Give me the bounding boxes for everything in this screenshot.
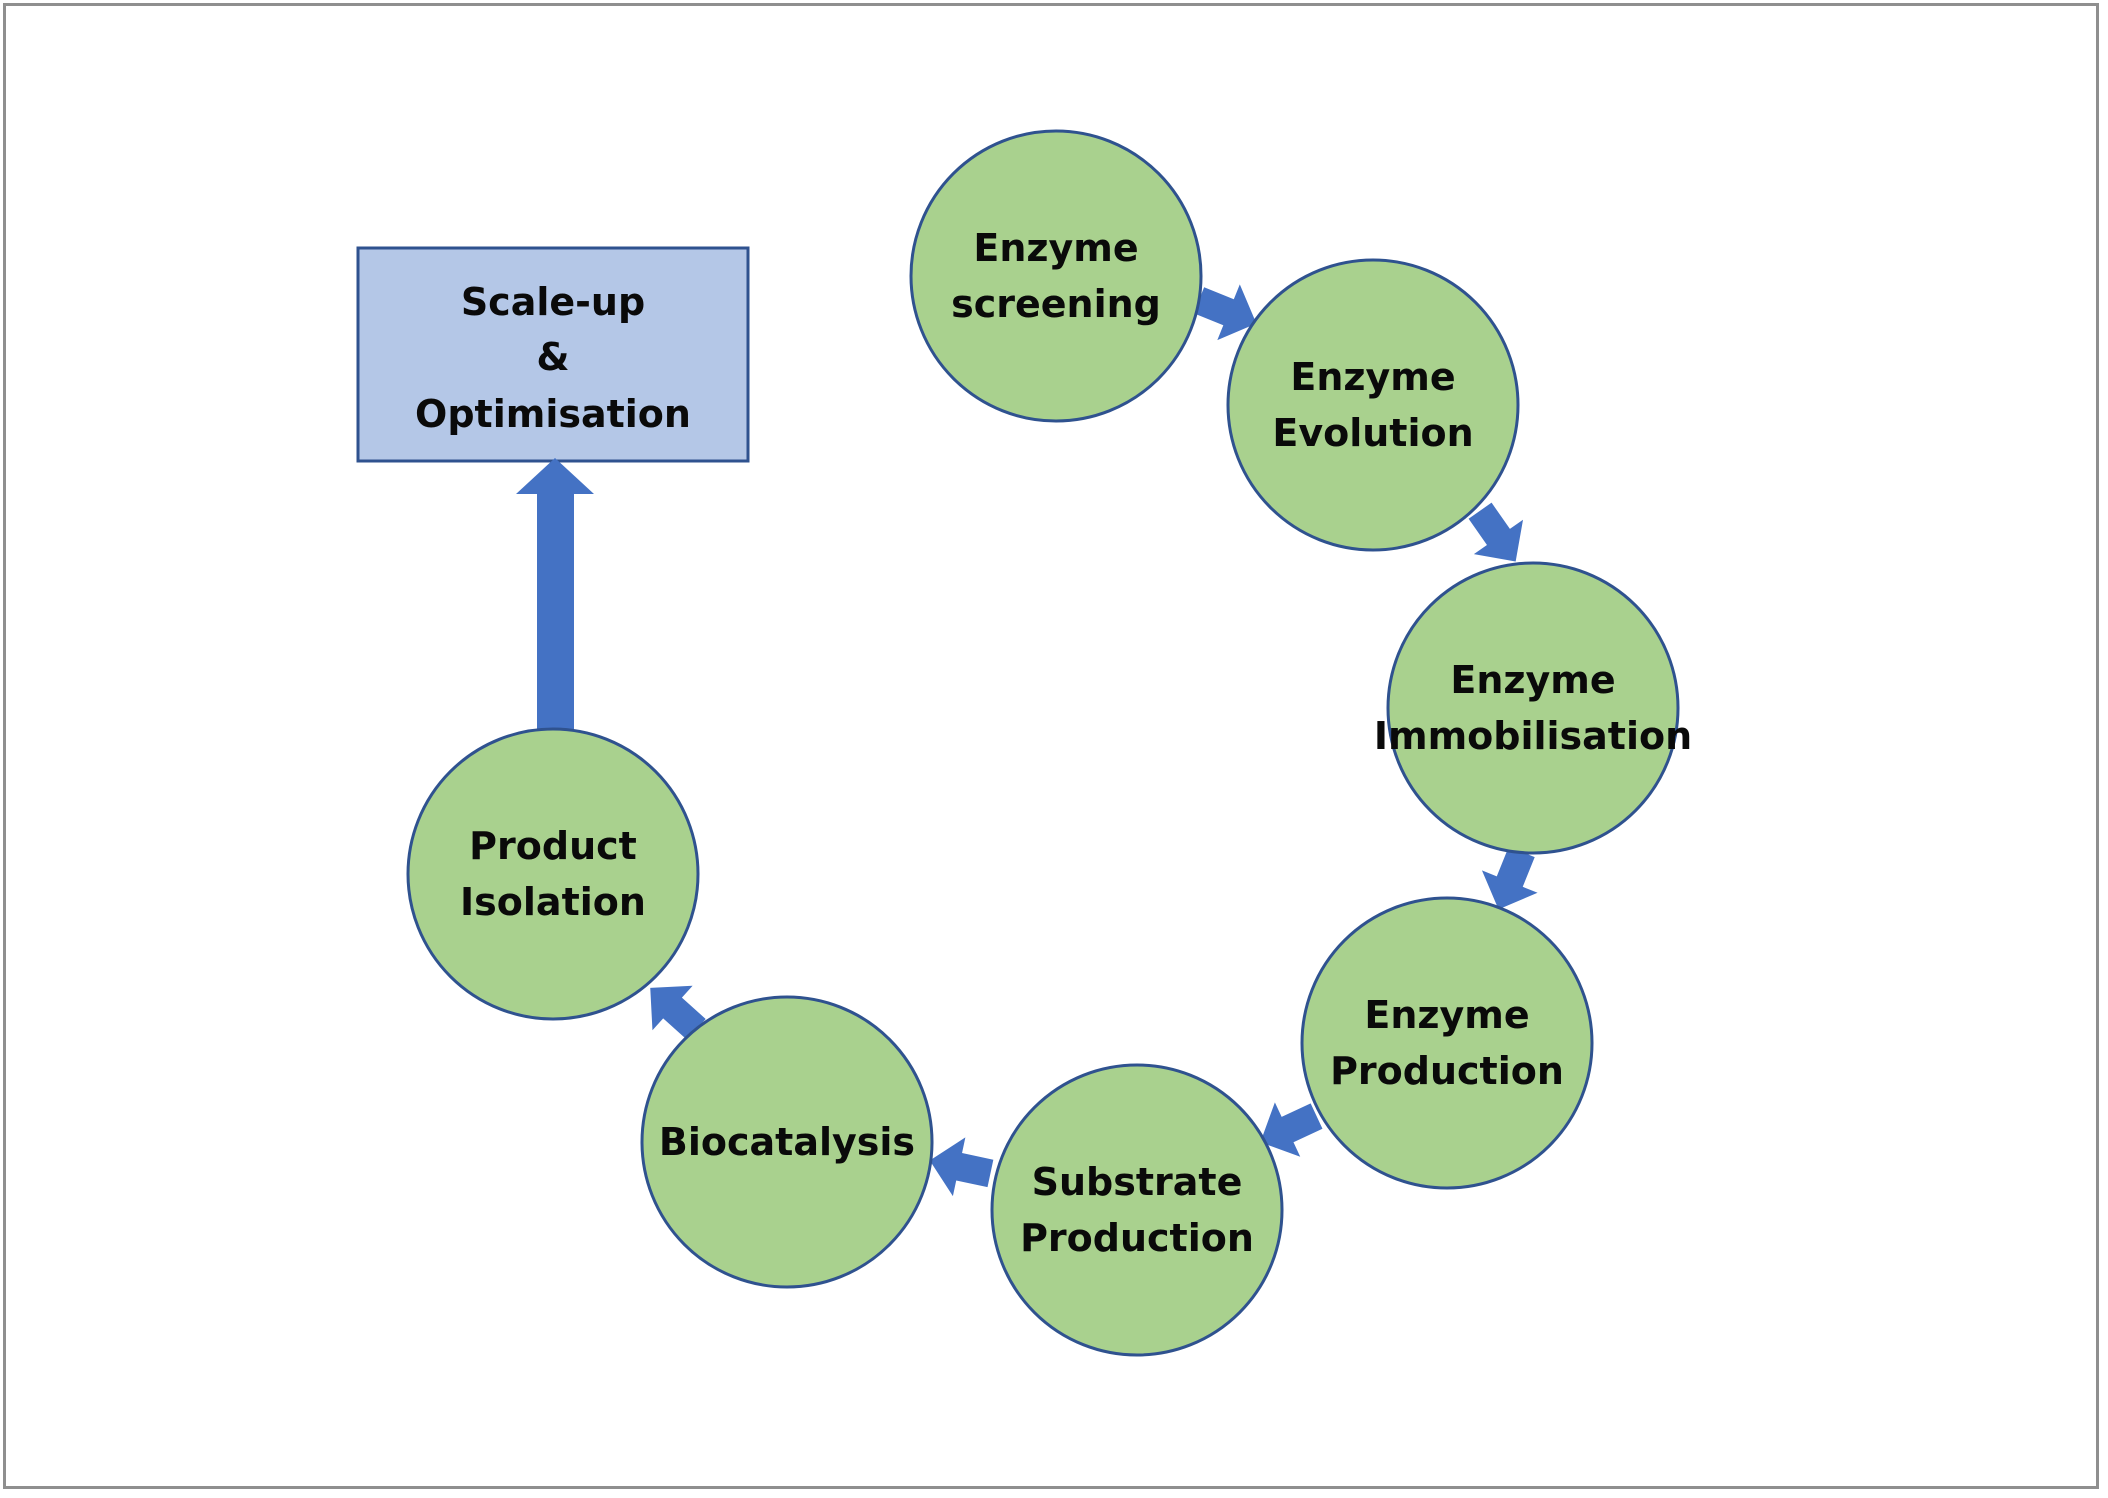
enzyme-immobilisation-label-line-1: Enzyme [1450,658,1615,702]
enzyme-production-circle [1300,896,1594,1190]
enzyme-immobilisation-circle [1386,561,1680,855]
cycle-nodes: EnzymescreeningEnzymeEvolutionEnzymeImmo… [406,129,1692,1357]
final-box-line-3: Optimisation [415,392,691,436]
enzyme-screening-label-line-1: Enzyme [973,226,1138,270]
arrow-enzyme-screening-to-enzyme-evolution [1193,284,1257,341]
substrate-production-label-line-1: Substrate [1032,1160,1243,1204]
substrate-production-circle [990,1063,1284,1357]
product-isolation-label-line-1: Product [469,824,637,868]
product-isolation-label-line-2: Isolation [460,880,646,924]
product-isolation-circle [406,727,700,1021]
final-box-line-1: Scale-up [461,280,645,324]
enzyme-screening-node: Enzyme screening [909,129,1203,423]
biocatalysis-label-line-1: Biocatalysis [659,1120,915,1164]
enzyme-evolution-circle [1226,258,1520,552]
arrow-enzyme-immobilisation-to-enzyme-production [1481,846,1538,910]
cycle-arrows [650,284,1538,1197]
enzyme-evolution-label-line-1: Enzyme [1290,355,1455,399]
biocatalysis-node: Biocatalysis [640,995,934,1289]
enzyme-evolution-label-line-2: Evolution [1272,411,1473,455]
arrow-to-scale-up [516,458,594,730]
arrow-biocatalysis-to-product-isolation [650,985,706,1040]
arrow-enzyme-production-to-substrate-production [1260,1102,1323,1157]
substrate-production-label-line-2: Production [1020,1216,1254,1260]
arrow-enzyme-evolution-to-enzyme-immobilisation [1468,502,1524,562]
enzyme-production-label-line-2: Production [1330,1049,1564,1093]
enzyme-screening-circle [909,129,1203,423]
arrow-substrate-production-to-biocatalysis [929,1137,994,1197]
biocatalysis-circle [640,995,934,1289]
enzyme-production-label-line-1: Enzyme [1364,993,1529,1037]
final-box-line-2: & [536,335,569,379]
scale-up-optimisation-box: Scale-up & Optimisation [356,246,750,463]
enzyme-screening-label-line-2: screening [951,282,1161,326]
final-box-rect [356,246,750,463]
enzyme-immobilisation-label-line-2: Immobilisation [1374,714,1692,758]
